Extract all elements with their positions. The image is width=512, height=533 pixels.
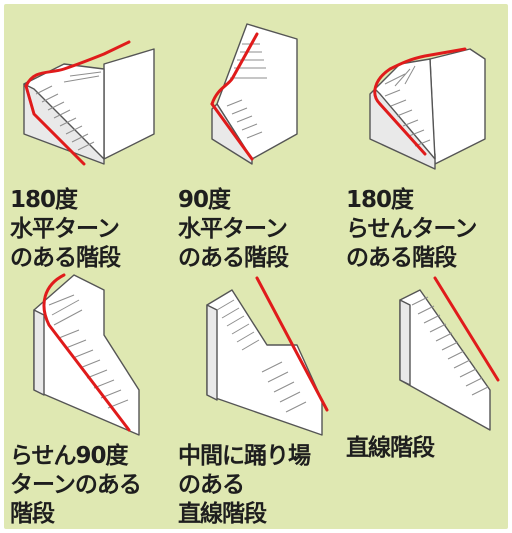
stair-type-spiral-90-turn: らせん90度 ターンのある 階段 [4,270,172,532]
handrail-line [42,273,131,432]
stair-180-horizontal-turn-drawing [23,40,155,166]
caption-line: 180度 [346,187,414,213]
caption-line: のある階段 [10,245,121,271]
caption-line: ターンのある [10,472,142,498]
caption-spiral-90-turn: らせん90度 ターンのある 階段 [10,442,142,529]
stair-types-panel: 180度 水平ターン のある階段 90度 [4,4,508,529]
caption-straight-with-landing: 中間に踊り場 のある 直線階段 [178,442,311,529]
stair-type-180-spiral-turn: 180度 らせんターン のある階段 [340,14,508,276]
caption-line: 階段 [10,501,55,527]
caption-straight: 直線階段 [346,434,435,463]
caption-line: 水平ターン [10,216,120,242]
caption-line: 直線階段 [178,501,267,527]
caption-180-spiral-turn: 180度 らせんターン のある階段 [346,186,477,273]
caption-line: 直線階段 [346,435,435,461]
caption-line: らせん90度 [10,443,129,469]
caption-line: のある階段 [346,245,457,271]
handrail-line [210,32,259,106]
caption-line: 90度 [178,187,231,213]
caption-line: 180度 [10,187,78,213]
stair-90-horizontal-turn-drawing [210,23,298,165]
stair-straight-drawing [399,276,500,431]
stair-type-180-horizontal-turn: 180度 水平ターン のある階段 [4,14,172,276]
stair-180-spiral-turn-drawing [369,47,486,170]
stair-spiral-90-turn-drawing [33,273,140,436]
caption-line: 中間に踊り場 [178,443,311,469]
stair-type-straight-with-landing: 中間に踊り場 のある 直線階段 [172,270,340,532]
stair-type-90-horizontal-turn: 90度 水平ターン のある階段 [172,14,340,276]
handrail-line [24,40,131,88]
caption-line: のある階段 [178,245,289,271]
handrail-line [373,47,467,106]
handrail-line [255,276,329,412]
handrail-line [433,276,500,382]
caption-90-horizontal-turn: 90度 水平ターン のある階段 [178,186,289,273]
caption-180-horizontal-turn: 180度 水平ターン のある階段 [10,186,121,273]
caption-line: のある [178,472,245,498]
caption-line: らせんターン [346,216,477,242]
stair-type-straight: 直線階段 [340,270,508,532]
stair-straight-with-landing-drawing [206,276,329,436]
caption-line: 水平ターン [178,216,288,242]
